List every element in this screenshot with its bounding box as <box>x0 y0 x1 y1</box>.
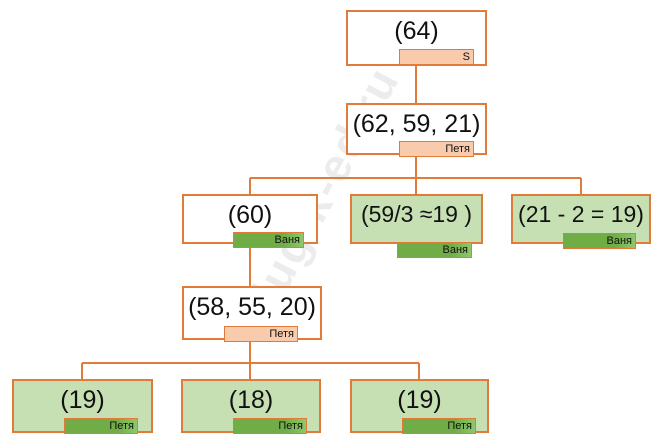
node-value: (59/3 ≈19 ) <box>360 201 473 227</box>
tree-node-level3: (58, 55, 20) <box>182 286 322 340</box>
player-tag-leaf-3: Петя <box>402 418 476 434</box>
player-tag-root: S <box>399 49 474 65</box>
node-value: (64) <box>394 17 439 45</box>
player-tag-level2-mid: Ваня <box>397 242 472 258</box>
node-value: (19) <box>60 386 105 414</box>
node-value: (60) <box>227 201 273 229</box>
player-tag-leaf-2: Петя <box>233 418 307 434</box>
tree-node-level2-mid: (59/3 ≈19 ) <box>350 194 483 244</box>
player-tag-level3: Петя <box>224 326 298 342</box>
node-value: (58, 55, 20) <box>188 293 316 321</box>
player-tag-level2-left: Ваня <box>233 232 304 248</box>
node-value: (18) <box>228 386 274 414</box>
player-tag-level1: Петя <box>399 141 474 157</box>
node-value: (19) <box>397 386 442 414</box>
player-tag-leaf-1: Петя <box>64 418 138 434</box>
node-value: (62, 59, 21) <box>352 110 481 138</box>
node-value: (21 - 2 = 19) <box>518 201 644 227</box>
player-tag-level2-right: Ваня <box>563 233 636 249</box>
